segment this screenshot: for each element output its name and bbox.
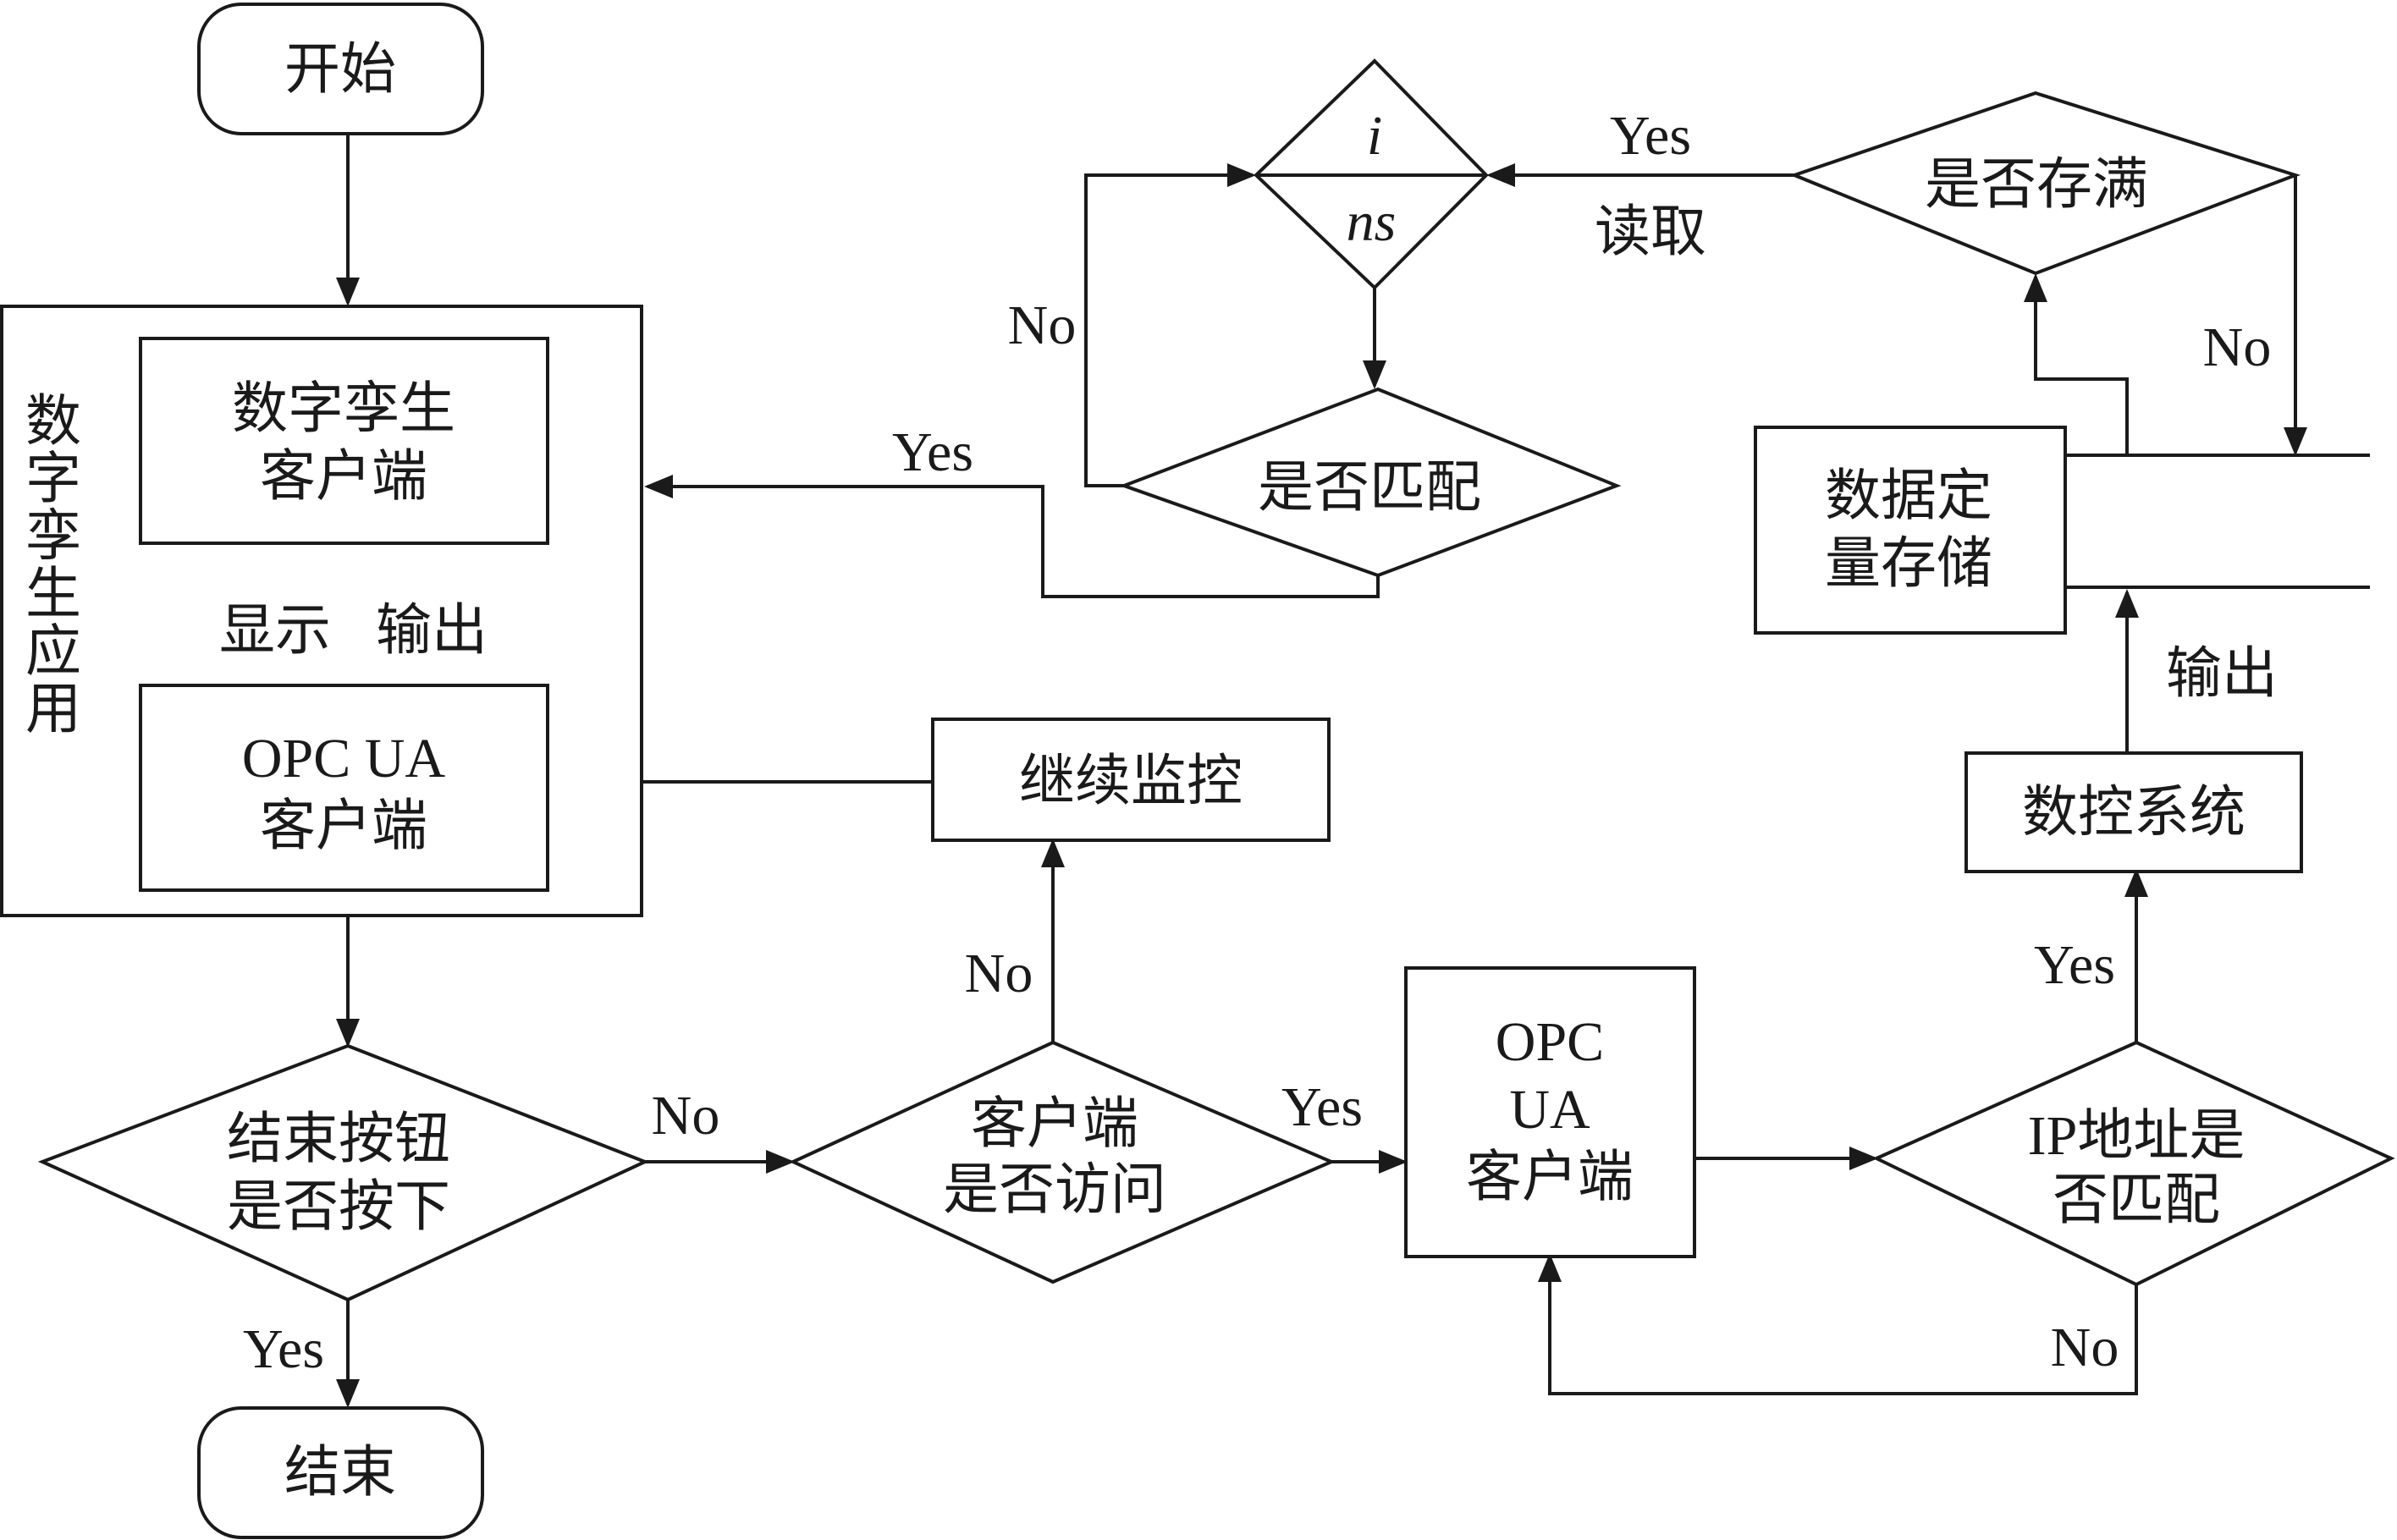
app-label-char: 孪 [25,506,81,568]
ip-match-line2: 否匹配 [2053,1169,2220,1231]
app-label-char: 数 [25,391,81,453]
client-access-line1: 客户端 [971,1093,1138,1155]
client-access-decision: 客户端 是否访问 [789,1040,1336,1284]
no-label: No [652,1085,720,1147]
i-ns-decision: i ns [1254,58,1489,290]
i-ns-bottom-label: ns [1347,191,1397,253]
continue-monitor-node: 继续监控 [931,718,1331,842]
edge-is-match-to-ins [1084,173,1253,487]
app-label-char: 用 [25,679,81,740]
arrowhead [2124,868,2148,897]
dt-client-node: 数字孪生 客户端 [139,337,549,545]
no-label: No [1008,294,1077,356]
app-label-char: 应 [25,621,81,683]
end-label: 结束 [284,1442,396,1504]
opc-left-line2: 客户端 [260,795,427,857]
start-node: 开始 [197,3,484,135]
arrowhead [766,1150,795,1174]
opc-client-mid-node: OPC UA 客户端 [1404,966,1696,1258]
cnc-system-label: 数控系统 [2022,782,2245,844]
end-node: 结束 [197,1406,484,1539]
edge-is-match-to-app [647,485,1380,598]
continue-monitor-label: 继续监控 [1019,751,1243,812]
is-full-decision: 是否存满 [1789,91,2301,276]
is-match-label: 是否匹配 [1258,457,1481,519]
opc-client-left-node: OPC UA 客户端 [139,684,549,892]
yes-label: Yes [1281,1076,1363,1138]
opc-mid-line2: UA [1509,1079,1590,1141]
arrowhead [1538,1253,1562,1282]
opc-left-line1: OPC UA [242,728,446,789]
output-left-label: 输出 [376,600,488,662]
client-access-line2: 是否访问 [943,1159,1166,1221]
is-full-label: 是否存满 [1925,154,2148,216]
opc-mid-line3: 客户端 [1466,1147,1634,1208]
cnc-system-node: 数控系统 [1964,751,2303,873]
is-match-decision: 是否匹配 [1119,387,1622,578]
no-label: No [2203,316,2272,378]
arrowhead [2024,273,2047,302]
arrowhead [1379,1150,1408,1174]
data-storage-line1: 数据定 [1825,465,1992,527]
arrowhead [336,1379,360,1408]
yes-label: Yes [892,421,973,483]
yes-label: Yes [243,1318,324,1380]
end-button-line2: 是否按下 [227,1176,450,1238]
i-ns-top-label: i [1367,105,1382,167]
edge-labels: 显示 输出 输出 读取 Yes Yes Yes Yes Yes No No No… [219,105,2278,1380]
arrowhead [336,1019,360,1048]
arrowhead [1363,360,1386,389]
dt-client-line1: 数字孪生 [232,378,455,440]
connectors [346,135,2370,1405]
start-label: 开始 [284,39,396,101]
data-storage-node: 数据定 量存储 [1754,426,2067,635]
arrowhead [1849,1147,1878,1170]
yes-label: Yes [1610,105,1691,167]
arrowhead [1486,163,1515,187]
arrowhead [2115,589,2139,618]
output-right-label: 输出 [2166,643,2278,705]
arrowhead [1227,163,1256,187]
read-label: 读取 [1595,201,1706,263]
arrowhead [644,475,673,498]
yes-label: Yes [2034,934,2115,996]
end-button-decision: 结束按钮 是否按下 [37,1043,650,1302]
no-label: No [2051,1317,2119,1378]
opc-mid-line1: OPC [1496,1011,1604,1073]
app-label-char: 生 [25,564,81,625]
arrowhead [1041,839,1065,867]
edge-storage-to-is-full [2034,277,2129,455]
app-label-char: 字 [25,448,81,510]
arrowhead [336,278,360,306]
data-storage-line2: 量存储 [1825,533,1992,595]
arrowhead [2284,427,2307,456]
dt-client-line2: 客户端 [260,446,427,508]
ip-match-decision: IP地址是 否匹配 [1872,1040,2395,1287]
ip-match-line1: IP地址是 [2028,1105,2245,1167]
edge-ip-match-to-opc-mid [1548,1257,2138,1395]
no-label: No [965,943,1033,1004]
end-button-line1: 结束按钮 [227,1108,450,1170]
display-label: 显示 [219,600,331,662]
